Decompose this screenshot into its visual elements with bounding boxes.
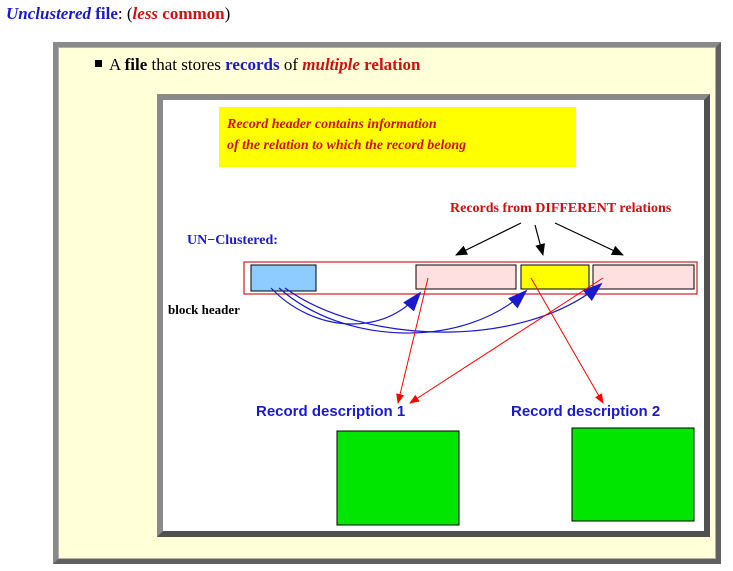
pointer-to-record-1 [270,287,422,325]
red-arrow-rec3-desc1 [409,277,604,404]
figure-canvas: Record header contains information of th… [163,100,704,531]
arrow-to-record-1 [455,222,522,256]
red-arrow-yellow-desc2 [530,277,604,404]
description-box-1 [336,430,460,526]
bullet-of: of [283,55,299,74]
bullet-records: records [225,55,280,74]
block-header-label: block header [168,302,240,317]
description-box-2 [571,427,695,522]
record-description-1-label: Record description 1 [256,403,406,420]
record-header-note: Record header contains information of th… [219,107,576,167]
records-label: Records from DIFFERENT relations [450,201,672,216]
heading-close: ) [224,4,231,23]
bullet-item: A file that stores records of multiple r… [95,55,421,75]
note-line-1: Record header contains information [227,117,437,132]
heading-file: file [95,4,118,23]
record-pink-1 [415,264,517,290]
block-outline [243,261,698,295]
page-heading: Unclustered file: (less common) [6,4,230,24]
record-yellow [520,264,590,290]
heading-less: less [132,4,159,23]
bullet-file: file [124,55,148,74]
record-description-2-label: Record description 2 [511,403,661,420]
unclustered-label: UN−Clustered: [187,233,278,248]
bullet-multiple: multiple [302,55,360,74]
bullet-a: A [109,55,121,74]
diagram-svg [243,222,698,526]
arrow-to-record-yellow [534,224,545,256]
bullet-square-icon [95,60,102,67]
heading-unclustered: Unclustered [6,4,91,23]
bullet-relation: relation [364,55,421,74]
pointer-to-record-3 [284,282,603,333]
block-header-rect [250,264,317,292]
record-pink-2 [592,264,695,290]
pointer-to-record-2 [278,287,528,334]
note-line-2: of the relation to which the record belo… [227,138,467,153]
heading-colon: : ( [117,4,133,23]
bullet-that-stores: that stores [151,55,221,74]
heading-common: common [162,4,225,23]
arrow-to-record-3 [554,222,624,256]
red-arrow-rec1-desc1 [396,277,429,404]
